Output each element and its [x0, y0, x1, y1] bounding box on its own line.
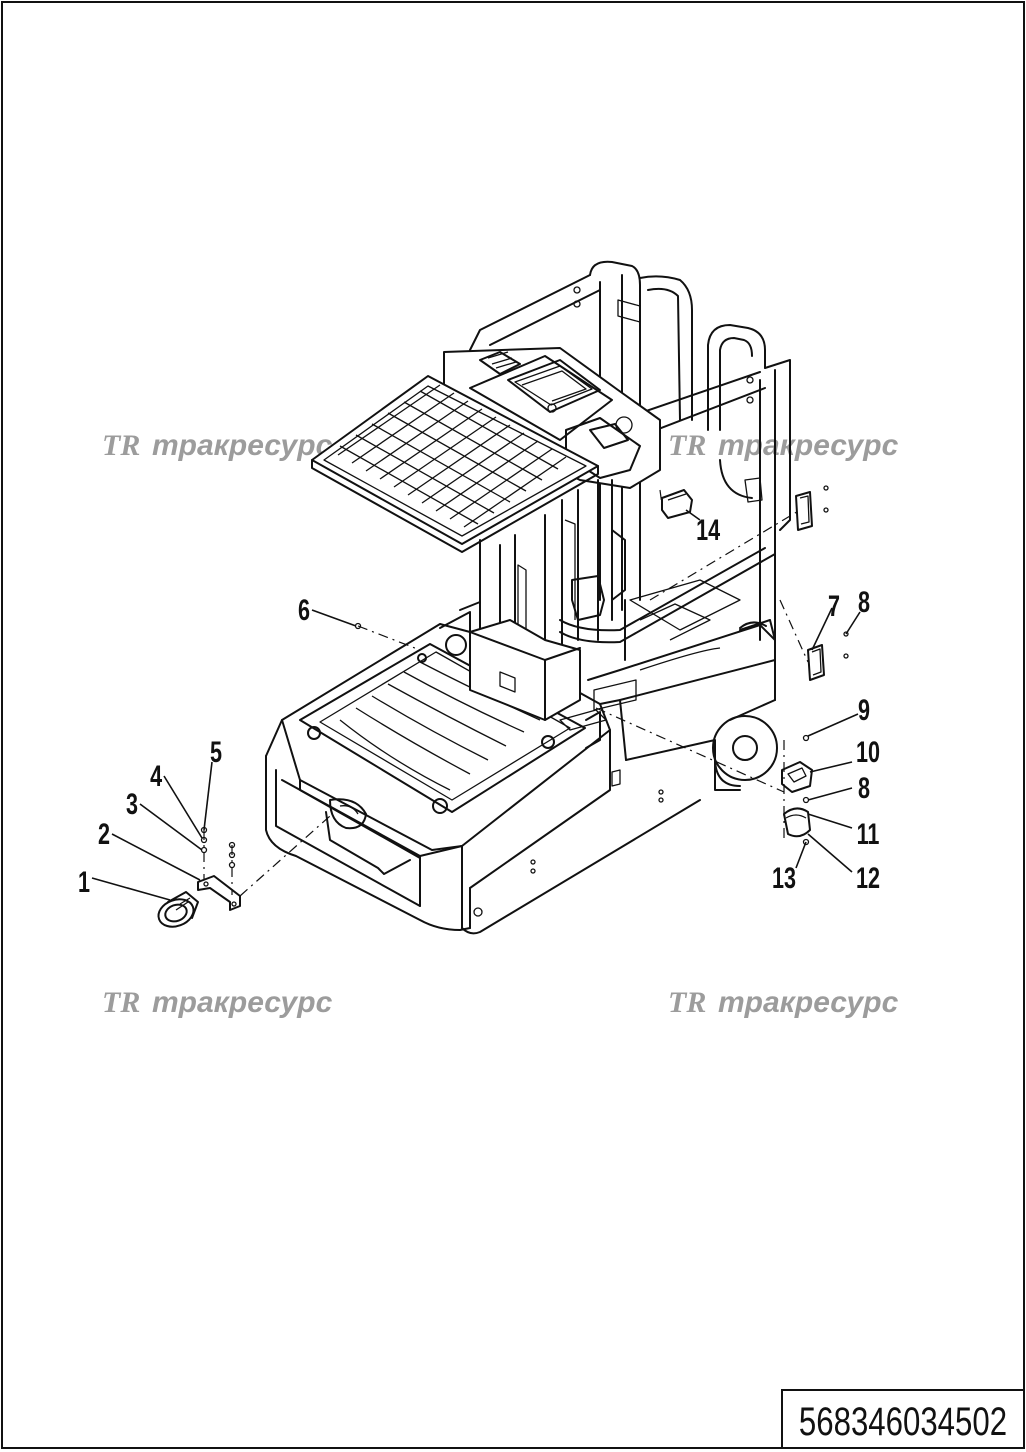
callout-10: 10 [856, 734, 880, 768]
callout-8a: 8 [858, 584, 870, 618]
callout-leaders [91, 509, 861, 901]
assembly-lines [239, 489, 809, 897]
callout-5: 5 [210, 734, 222, 768]
order-picker-machine-drawing [265, 260, 791, 935]
callout-14: 14 [696, 512, 720, 546]
grating-holes [337, 384, 567, 528]
callout-6: 6 [298, 592, 310, 626]
watermark-logo-icon: TR [668, 429, 706, 462]
watermark-logo-icon: TR [102, 429, 140, 462]
part-pad-upper [795, 485, 829, 531]
watermark-logo-icon: TR [668, 986, 706, 1019]
callout-3: 3 [126, 786, 138, 820]
part-caster-assembly [781, 734, 813, 846]
part-bracket [197, 875, 241, 911]
chassis-body [265, 611, 778, 935]
watermark-text: тракресурс [718, 429, 899, 462]
callout-1: 1 [78, 864, 90, 898]
watermark-text: тракресурс [152, 429, 333, 462]
watermark-text: тракресурс [718, 986, 899, 1019]
callout-4: 4 [150, 758, 162, 792]
callout-7: 7 [828, 588, 840, 622]
watermark-bottom-right: TR тракресурс [668, 986, 899, 1019]
mid-guard-rail [559, 519, 776, 661]
callout-11: 11 [857, 816, 880, 850]
watermark-top-left: TR тракресурс [102, 429, 333, 462]
watermark-bottom-left: TR тракресурс [102, 986, 333, 1019]
part-number-box: 568346034502 [781, 1389, 1025, 1449]
callout-8b: 8 [858, 770, 870, 804]
rear-guard-frame [469, 260, 693, 611]
callout-13: 13 [772, 860, 796, 894]
grating-platform [311, 375, 599, 553]
callout-numbers: 1 2 3 4 5 6 7 8 8 9 10 11 12 13 14 [78, 512, 880, 898]
callout-12: 12 [856, 860, 880, 894]
part-lamp [157, 891, 199, 928]
part-number: 568346034502 [799, 1399, 1007, 1444]
part-bumper-14 [661, 489, 693, 519]
watermark-logo-icon: TR [102, 986, 140, 1019]
watermark-text: тракресурс [152, 986, 333, 1019]
exploded-parts [157, 485, 849, 928]
callout-9: 9 [858, 692, 870, 726]
part-pad-7 [807, 631, 849, 681]
callout-2: 2 [98, 816, 110, 850]
watermark-top-right: TR тракресурс [668, 429, 899, 462]
tread-ribs [339, 661, 541, 791]
